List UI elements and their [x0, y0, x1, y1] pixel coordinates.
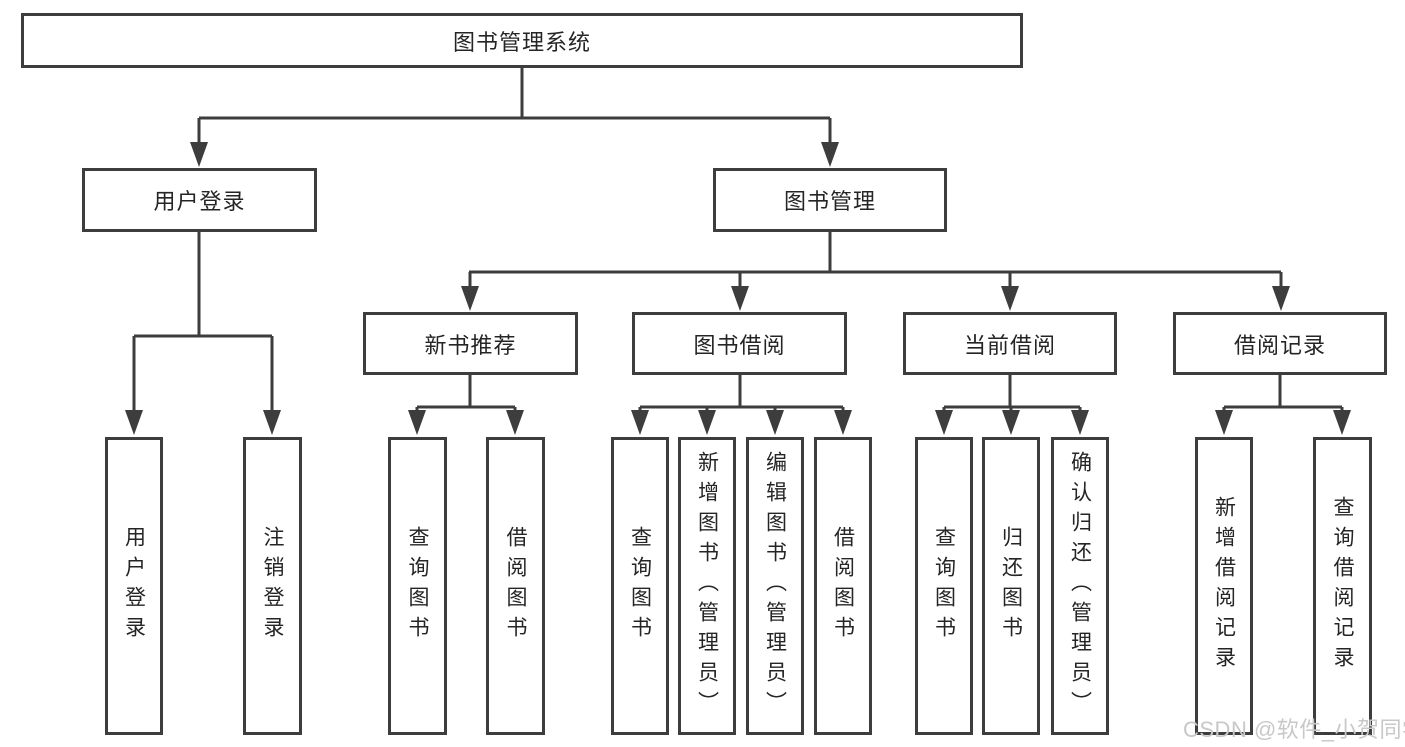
- node-borrow-records: 借阅记录: [1173, 312, 1387, 375]
- leaf-borrow-books-recommend: 借阅图书: [486, 437, 545, 735]
- leaf-user-login: 用户登录: [105, 437, 163, 735]
- leaf-query-borrow-record: 查询借阅记录: [1313, 437, 1372, 735]
- leaf-add-book-admin: 新增图书（管理员）: [678, 437, 736, 735]
- leaf-confirm-return-admin: 确认归还（管理员）: [1051, 437, 1109, 735]
- leaf-logout: 注销登录: [243, 437, 302, 735]
- node-current-borrow: 当前借阅: [903, 312, 1117, 375]
- arrowheads: [125, 142, 1351, 435]
- leaf-add-borrow-record: 新增借阅记录: [1195, 437, 1253, 735]
- leaf-return-book: 归还图书: [982, 437, 1040, 735]
- leaf-query-books-borrow: 查询图书: [611, 437, 669, 735]
- leaf-edit-book-admin: 编辑图书（管理员）: [746, 437, 804, 735]
- leaf-query-books-recommend: 查询图书: [388, 437, 447, 735]
- node-book-management: 图书管理: [713, 168, 947, 232]
- node-book-borrow: 图书借阅: [632, 312, 847, 375]
- node-user-login: 用户登录: [82, 168, 317, 232]
- watermark: CSDN @软件_小贺同学: [1183, 717, 1405, 742]
- node-system: 图书管理系统: [21, 13, 1023, 68]
- leaf-borrow-books: 借阅图书: [814, 437, 872, 735]
- leaf-query-books-current: 查询图书: [915, 437, 973, 735]
- node-new-book-recommend: 新书推荐: [363, 312, 578, 375]
